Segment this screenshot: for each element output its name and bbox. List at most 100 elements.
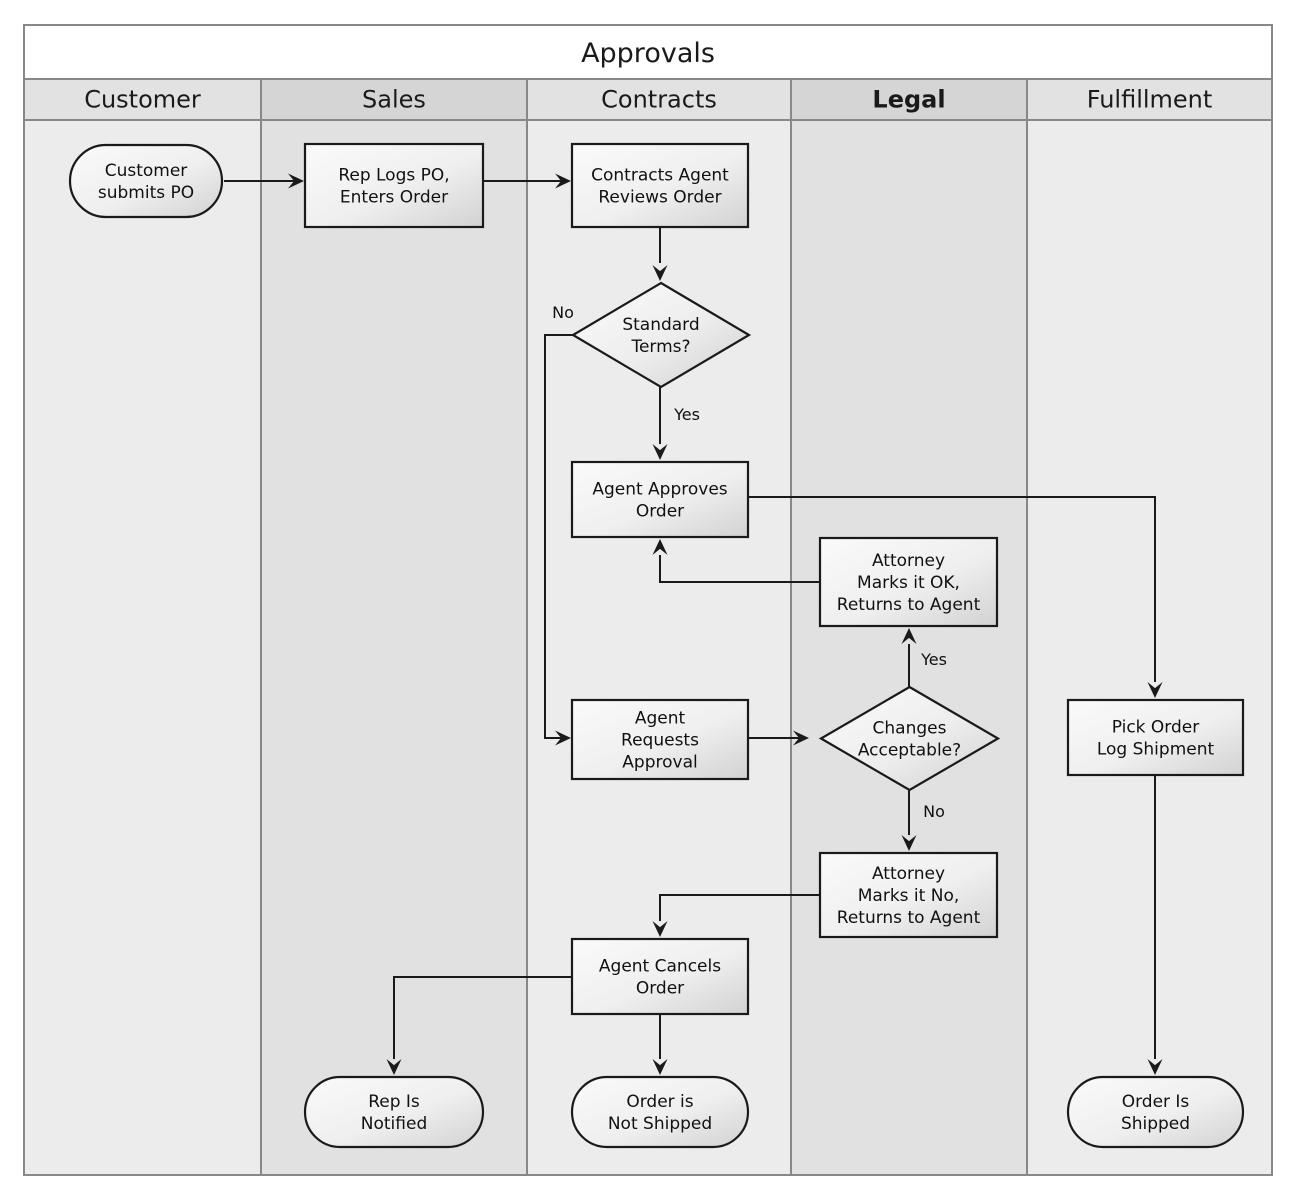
node-shape-order-is-not-shipped [570,1075,750,1149]
arrowhead-pick-to-shipped [1147,1059,1163,1075]
edge-label-terms-no: No [552,303,574,322]
node-label-contracts-agent-reviews-order: Reviews Order [598,188,721,208]
node-label-agent-requests-approval: Agent [635,709,686,729]
lane-headers-group: Customer Sales Contracts Legal Fulfillment [23,78,1273,121]
lane-header-legal[interactable] [790,78,1028,121]
node-label-customer-submits-po: submits PO [98,183,194,203]
node-label-order-is-not-shipped: Not Shipped [608,1114,712,1134]
pool-title-group: Approvals [23,24,1273,80]
arrowhead-attorney-ok-to-approves [652,539,668,555]
node-shape-changes-acceptable [818,685,1001,792]
arrowhead-changes-no [901,835,917,851]
arrowhead-cancels-to-notshipped [652,1059,668,1075]
arrowhead-changes-yes [901,628,917,644]
lane-title-sales: Sales [362,86,426,114]
arrowhead-terms-no [555,730,571,746]
lane-title-legal: Legal [872,86,945,114]
node-shape-attorney-marks-ok [818,536,999,628]
node-label-standard-terms: Standard [622,315,699,335]
node-label-attorney-marks-ok: Returns to Agent [837,595,981,615]
node-label-pick-order-log-shipment: Log Shipment [1097,740,1215,760]
node-label-attorney-marks-no: Marks it No, [858,886,960,906]
lane-header-fulfillment[interactable] [1026,78,1273,121]
node-label-attorney-marks-no: Attorney [872,864,945,884]
node-shape-rep-is-notified [303,1075,485,1149]
arrowhead-contracts-to-decision [652,265,668,281]
node-shape-attorney-marks-no [818,851,999,939]
node-label-pick-order-log-shipment: Pick Order [1112,718,1200,738]
node-shape-pick-order-log-shipment [1066,698,1245,777]
lane-header-contracts[interactable] [526,78,792,121]
lane-body-customer [23,119,262,1176]
lane-title-customer: Customer [84,86,201,114]
node-label-attorney-marks-no: Returns to Agent [837,908,981,928]
node-label-order-is-shipped: Order Is [1122,1092,1190,1112]
lane-bands-group [23,119,1273,1176]
node-label-customer-submits-po: Customer [105,161,188,181]
arrowhead-cancels-to-rep [386,1059,402,1075]
arrowhead-rep-to-contracts [555,173,571,189]
node-rep-logs-po[interactable]: Rep Logs PO,Enters Order [303,142,485,229]
node-label-agent-requests-approval: Approval [622,753,697,773]
lane-title-fulfillment: Fulfillment [1087,86,1213,114]
node-label-agent-approves-order: Order [636,502,684,522]
node-shape-rep-logs-po [303,142,485,229]
node-label-rep-is-notified: Notified [361,1114,427,1134]
node-label-changes-acceptable: Changes [873,719,947,739]
edge-attorney-no-to-cancels [659,894,820,921]
edge-label-changes-yes: Yes [920,650,947,669]
node-label-agent-cancels-order: Order [636,979,684,999]
node-label-standard-terms: Terms? [630,337,690,357]
node-shape-customer-submits-po [68,143,224,219]
node-label-agent-requests-approval: Requests [621,731,699,751]
node-shape-contracts-agent-reviews-order [570,142,750,229]
pool-title-band [23,24,1273,80]
edge-cancels-to-rep [393,976,572,1059]
node-label-rep-logs-po: Enters Order [340,188,448,208]
edge-terms-no [544,334,573,739]
pool-title: Approvals [581,38,715,69]
edge-attorney-ok-to-approves [659,555,820,583]
node-label-agent-cancels-order: Agent Cancels [599,957,721,977]
node-label-order-is-not-shipped: Order is [626,1092,693,1112]
edge-label-changes-no: No [923,802,945,821]
arrowhead-po-to-rep [288,173,304,189]
lane-title-contracts: Contracts [601,86,717,114]
arrowhead-terms-yes [652,444,668,460]
node-label-attorney-marks-ok: Marks it OK, [857,573,960,593]
node-shape-agent-cancels-order [570,937,750,1016]
arrowhead-requests-to-changes [793,730,809,746]
node-label-order-is-shipped: Shipped [1121,1114,1190,1134]
node-shape-standard-terms [570,281,752,389]
node-label-contracts-agent-reviews-order: Contracts Agent [591,166,729,186]
node-shape-order-is-shipped [1066,1075,1245,1149]
node-label-changes-acceptable: Acceptable? [858,741,961,761]
node-label-rep-is-notified: Rep Is [368,1092,420,1112]
node-label-rep-logs-po: Rep Logs PO, [338,166,449,186]
lane-body-fulfillment [1026,119,1273,1176]
lane-header-sales[interactable] [260,78,528,121]
node-shape-agent-approves-order [570,460,750,539]
edge-label-terms-yes: Yes [673,405,700,424]
edge-approves-to-pick [748,496,1156,682]
arrowhead-approves-to-pick [1147,682,1163,698]
arrowhead-attorney-no-to-cancels [652,921,668,937]
node-label-agent-approves-order: Agent Approves [592,480,727,500]
